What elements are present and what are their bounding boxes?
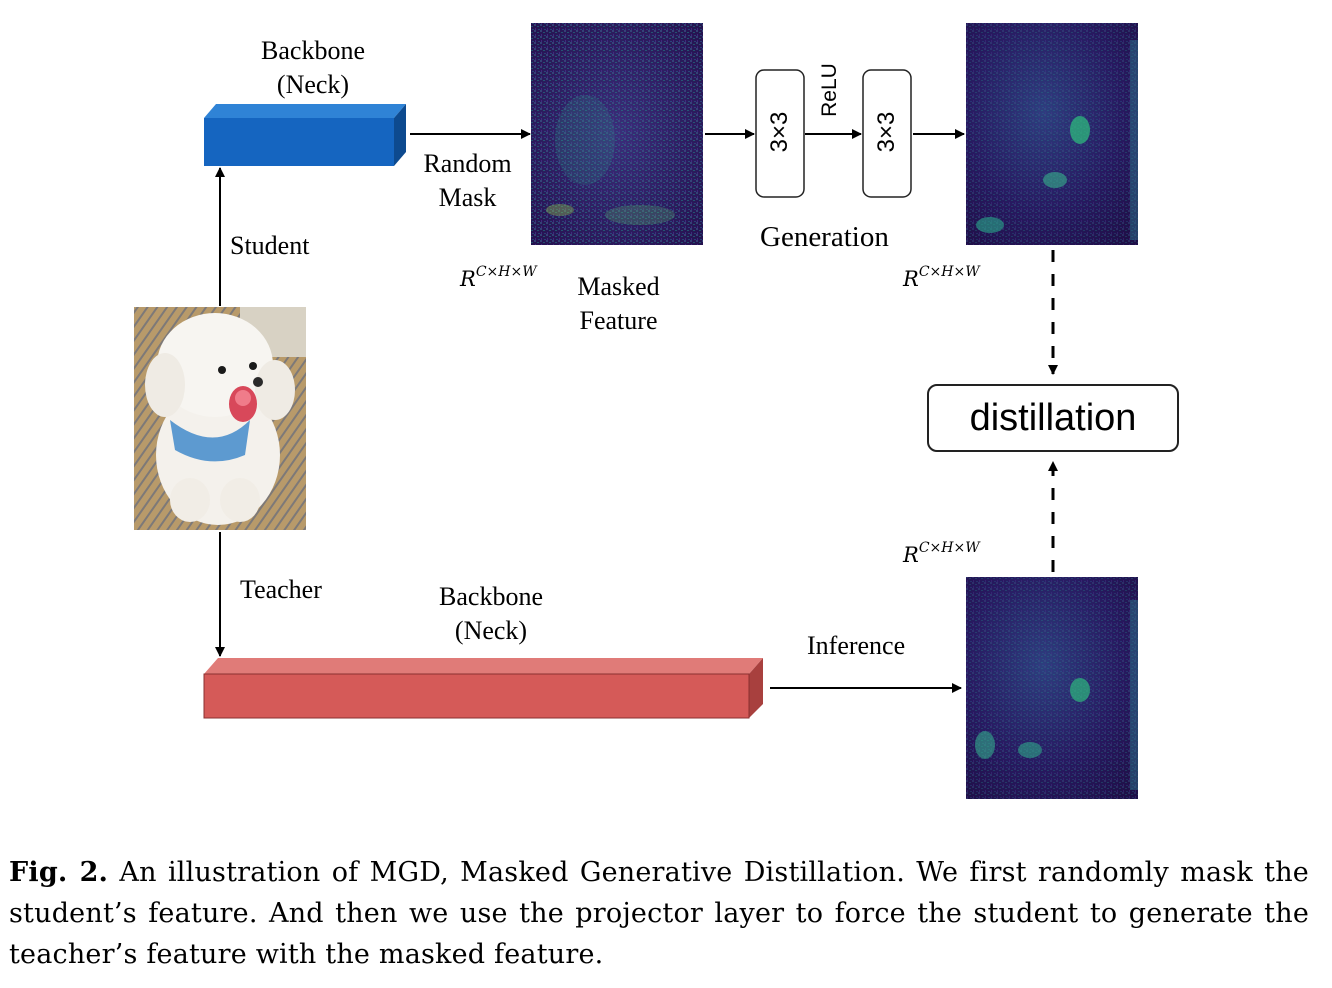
teacher-backbone-line1: Backbone <box>439 582 543 611</box>
caption-text: An illustration of MGD, Masked Generativ… <box>9 857 1309 970</box>
shape-base-generated: R <box>903 267 919 291</box>
distillation-box: distillation <box>927 384 1179 452</box>
input-dog-image <box>134 307 306 530</box>
teacher-backbone-block <box>203 658 763 719</box>
random-mask-label: Random Mask <box>410 147 525 215</box>
shape-base-teacher: R <box>903 543 919 567</box>
shape-label-teacher: RC×H×W <box>903 540 980 567</box>
shape-sup-generated: C×H×W <box>918 264 980 280</box>
generated-feature-map <box>966 23 1138 245</box>
teacher-backbone-line2: (Neck) <box>454 616 528 645</box>
shape-base-masked: R <box>460 267 476 291</box>
relu-label: ReLU <box>818 63 841 117</box>
conv-block-2 <box>862 69 912 198</box>
shape-sup-masked: C×H×W <box>475 264 537 280</box>
teacher-label: Teacher <box>240 575 322 604</box>
mgd-diagram <box>134 23 1138 799</box>
student-backbone-line2: (Neck) <box>276 70 350 99</box>
caption-label: Fig. 2. <box>9 857 109 888</box>
random-mask-line1: Random <box>423 149 512 178</box>
student-backbone-label: Backbone (Neck) <box>248 34 378 102</box>
shape-label-masked: RC×H×W <box>460 264 537 291</box>
student-backbone-line1: Backbone <box>261 36 365 65</box>
masked-feature-line2: Feature <box>579 306 658 335</box>
random-mask-line2: Mask <box>438 183 497 212</box>
masked-feature-label: Masked Feature <box>556 270 681 338</box>
conv-block-1 <box>755 69 805 198</box>
generation-label: Generation <box>760 221 889 253</box>
teacher-backbone-label: Backbone (Neck) <box>426 580 556 648</box>
shape-label-generated: RC×H×W <box>903 264 980 291</box>
masked-feature-line1: Masked <box>577 272 660 301</box>
inference-label: Inference <box>807 631 906 660</box>
figure-caption: Fig. 2. An illustration of MGD, Masked G… <box>9 852 1309 975</box>
conv1-label: 3×3 <box>766 111 793 153</box>
conv2-label: 3×3 <box>873 111 900 153</box>
student-label: Student <box>230 231 310 260</box>
shape-sup-teacher: C×H×W <box>918 540 980 556</box>
teacher-feature-map <box>966 577 1138 799</box>
masked-feature-map <box>531 23 703 245</box>
student-backbone-block <box>204 104 406 166</box>
